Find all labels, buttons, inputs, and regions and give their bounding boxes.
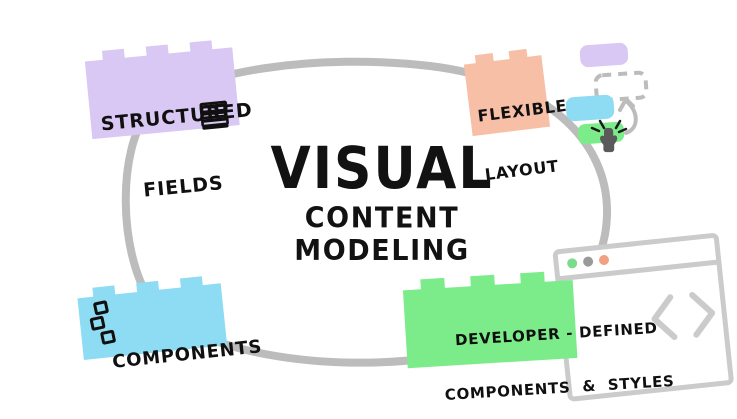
browser-window-frame — [552, 233, 734, 402]
stack-lines-icon — [199, 100, 229, 130]
code-symbol-icon — [651, 291, 716, 341]
lego-brick-shape-developer — [402, 271, 578, 369]
dashed-drop-zone — [593, 70, 649, 103]
motion-lines-icon — [590, 119, 628, 134]
three-squares-icon — [89, 300, 116, 345]
block-structured-fields[interactable] — [84, 38, 240, 140]
block-flexible-layout[interactable] — [463, 47, 551, 137]
dot-gray-icon — [583, 256, 594, 267]
dot-orange-icon — [599, 254, 610, 265]
browser-window-mockup — [552, 233, 734, 402]
bar-blue — [565, 94, 615, 122]
lego-brick-shape-structured — [84, 40, 240, 140]
grab-hand-cursor-icon — [600, 127, 618, 153]
dot-green-icon — [567, 258, 578, 269]
bar-purple — [579, 42, 629, 68]
lego-brick-shape-flexible — [463, 48, 551, 137]
block-developer-defined[interactable] — [402, 270, 578, 369]
drag-arrow-icon — [618, 97, 638, 135]
browser-titlebar-divider — [557, 259, 720, 282]
drag-and-drop-illustration — [565, 42, 649, 153]
